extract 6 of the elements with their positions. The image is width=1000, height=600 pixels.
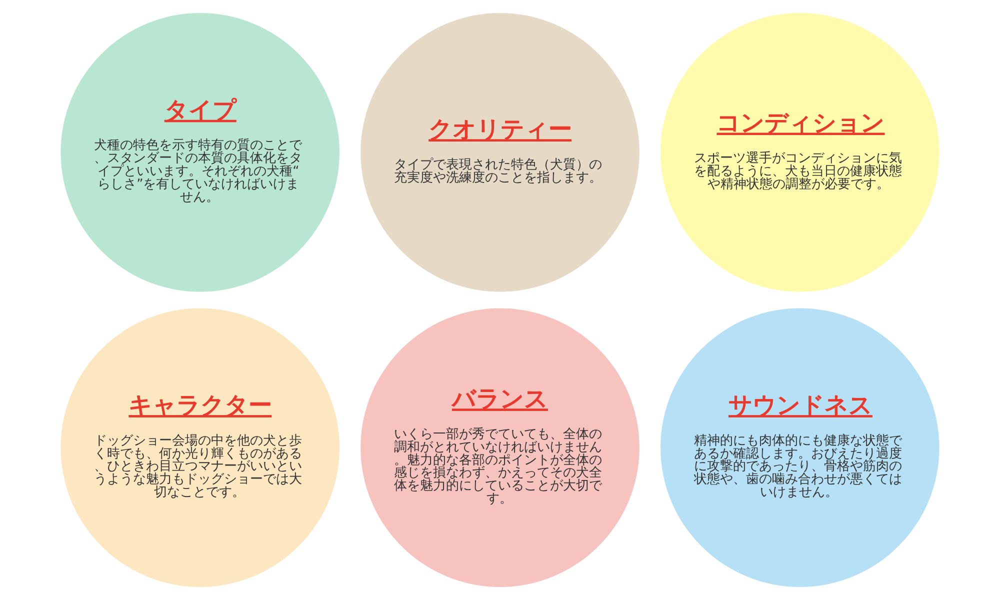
node-circle: バランス いくら一部が秀でていても、全体の調和がとれていなければいけません。魅力的な各部のポイントが全体の感じを損なわず、かえってその犬全体を魅力的にしていることが大切です。 <box>360 308 640 588</box>
node-circle: キャラクター ドッグショー会場の中を他の犬と歩く時でも、何か光り輝くものがある、ひときわ目立つマナーがいいというような魅力もドッグショーでは大切なことです。 <box>60 308 340 588</box>
node-circle: サウンドネス 精神的にも肉体的にも健康な状態であるか確認します。おびえたり過度に攻撃的であったり、骨格や筋肉の状態や、歯の噛み合わせが悪くてはいけません。 <box>660 308 940 588</box>
node-circle: タイプ 犬種の特色を示す特有の質のことで、スタンダードの本質の具体化をタイプといいます。それぞれの犬種“らしさ”を有していなければいけません。 <box>60 12 340 292</box>
node-circle: コンディション スポーツ選手がコンディションに気を配るように、犬も当日の健康状態や精神状態の調整が必要です。 <box>660 12 940 292</box>
node-circle: クオリティー タイプで表現された特色（犬質）の充実度や洗練度のことを指します。 <box>360 12 640 292</box>
